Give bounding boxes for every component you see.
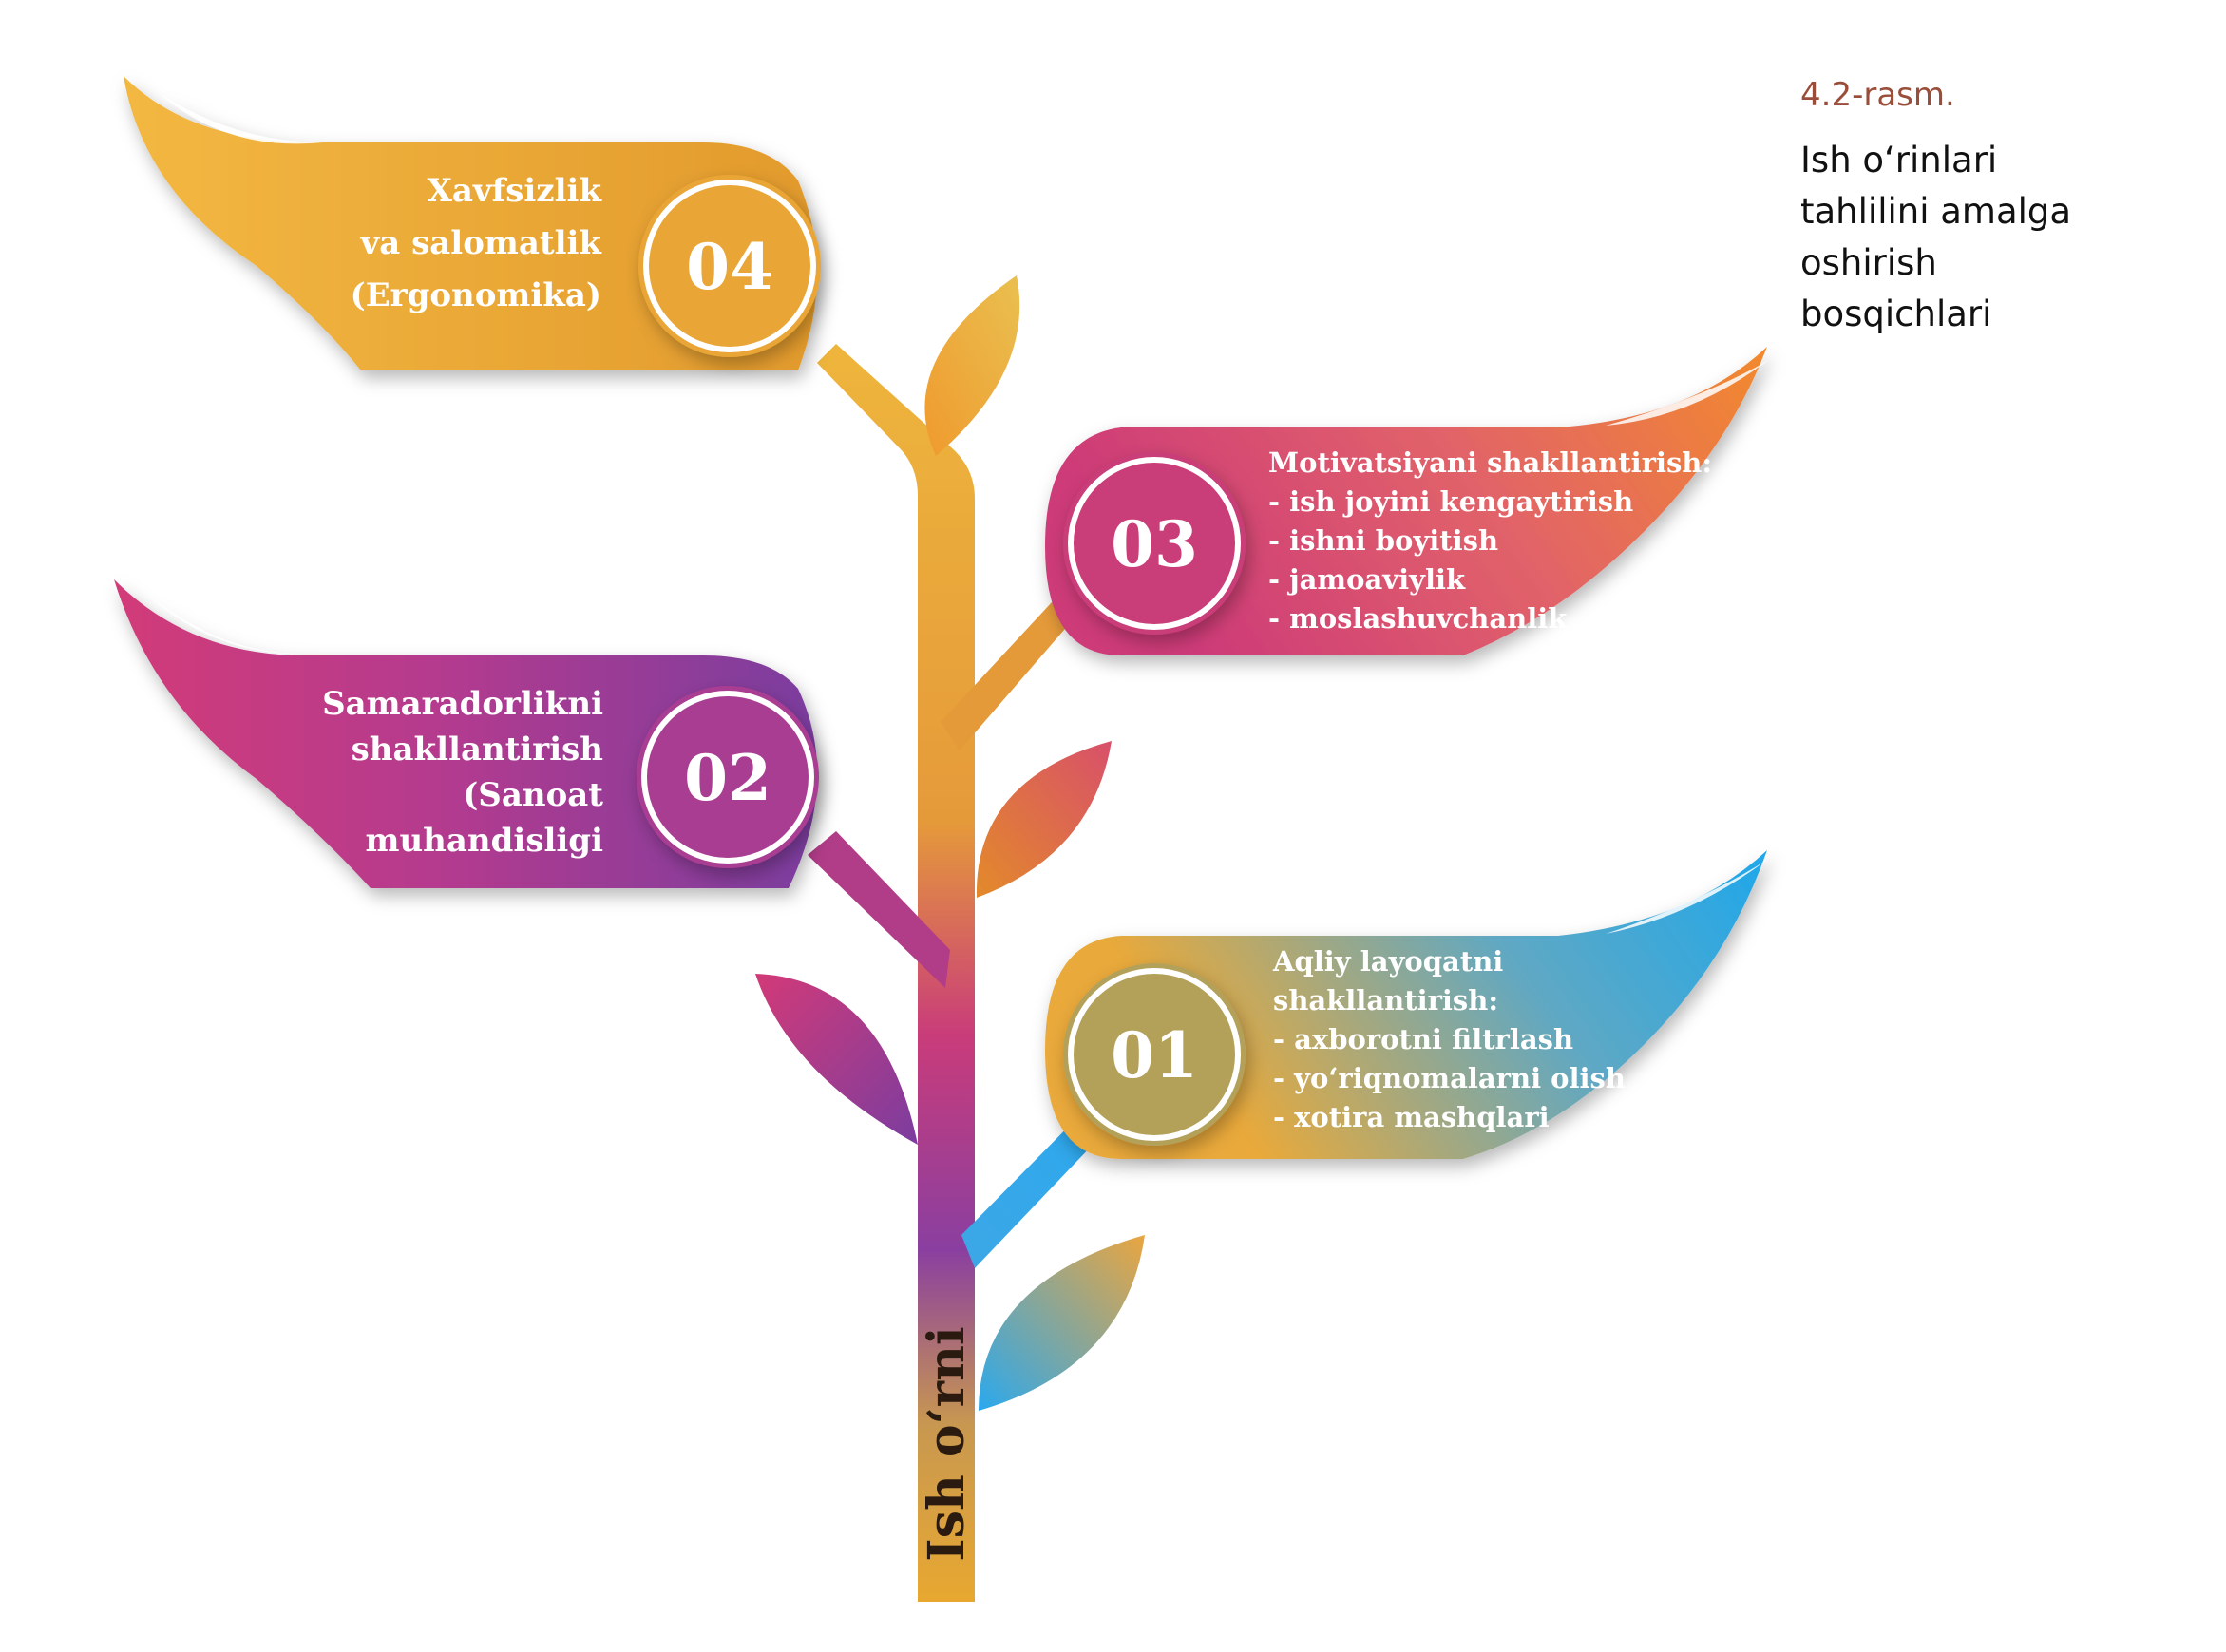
stage-03-badge — [1063, 452, 1246, 635]
stage-02-line-3: (Sanoat — [463, 776, 603, 814]
stage-04-number: 04 — [686, 230, 773, 304]
stage-02-number: 02 — [684, 741, 771, 815]
main-stem — [817, 344, 975, 1602]
stage-04-leaf — [124, 76, 817, 370]
small-leaf-middle-right — [976, 741, 1112, 898]
stage-02-line-4: muhandisligi — [365, 822, 603, 860]
stage-01-badge — [1063, 963, 1246, 1146]
branch-02 — [808, 831, 950, 988]
figure-caption: 4.2-rasm. Ish o‘rinlari tahlilini amalga… — [1800, 76, 2161, 340]
stage-04-line-1: Xavfsizlik — [427, 172, 602, 210]
stage-04-badge — [638, 175, 821, 357]
stage-01-line-3: - axborotni filtrlash — [1273, 1023, 1573, 1055]
stage-02-badge — [637, 686, 819, 868]
small-leaf-left — [755, 974, 918, 1145]
stage-03-line-5: - moslashuvchanlik — [1268, 602, 1568, 635]
figure-number: 4.2-rasm. — [1800, 76, 1955, 114]
branch-03 — [941, 589, 1083, 750]
stage-03-line-3: - ishni boyitish — [1268, 524, 1498, 557]
stage-01-line-2: shakllantirish: — [1273, 984, 1498, 1016]
stage-02-line-2: shakllantirish — [352, 731, 603, 769]
stage-02-leaf — [114, 579, 818, 888]
small-leaf-upper-right — [924, 275, 1020, 456]
stage-01-number: 01 — [1111, 1018, 1198, 1092]
stage-03-line-1: Motivatsiyani shakllantirish: — [1268, 446, 1712, 479]
stage-01-line-5: - xotira mashqlari — [1273, 1101, 1550, 1133]
stage-03-line-2: - ish joyini kengaytirish — [1268, 485, 1633, 518]
small-leaf-bottom-right — [979, 1235, 1145, 1411]
stem-label: Ish o‘rni — [918, 1326, 976, 1561]
stage-01-line-4: - yo‘riqnomalarni olish — [1273, 1062, 1626, 1094]
stage-01-line-1: Aqliy layoqatni — [1272, 945, 1503, 978]
stage-04-line-3: (Ergonomika) — [351, 276, 601, 314]
stage-02-line-1: Samaradorlikni — [322, 685, 603, 723]
stage-03-line-4: - jamoaviylik — [1268, 563, 1466, 596]
stage-04-line-2: va salomatlik — [360, 224, 603, 262]
stage-03-number: 03 — [1111, 507, 1198, 581]
figure-title: Ish o‘rinlari tahlilini amalga oshirish … — [1800, 140, 2072, 334]
